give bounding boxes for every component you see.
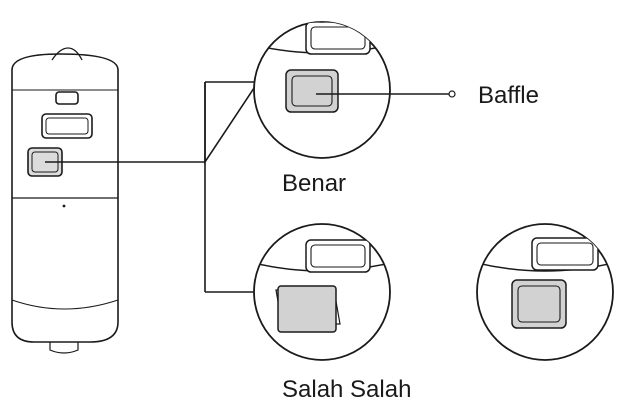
detail-wrong-2-window-inner: [536, 242, 594, 266]
device-top-knob: [51, 47, 83, 61]
baffle-label: Baffle: [478, 82, 539, 109]
device-full-view: [11, 47, 119, 354]
device-display-window: [41, 113, 93, 139]
device-small-slot: [55, 91, 79, 105]
detail-wrong-2: [476, 223, 614, 361]
detail-wrong-1-window-inner: [310, 244, 366, 268]
device-bottom-curve: [11, 299, 119, 310]
connector-lines: [45, 81, 259, 293]
detail-wrong-2-window: [531, 237, 599, 271]
detail-correct-baffle: [285, 69, 339, 113]
detail-wrong-1: [253, 223, 391, 361]
baffle-leader-dot: [448, 90, 456, 98]
connector-to-correct: [204, 81, 259, 165]
detail-wrong-1-baffle: [277, 285, 337, 333]
detail-wrong-1-window: [305, 239, 371, 273]
device-mid-dot: [62, 204, 66, 208]
device-body-outline: [11, 53, 119, 343]
wrong-label: Salah Salah: [282, 376, 412, 403]
detail-correct-baffle-inner: [291, 75, 333, 107]
baffle-callout: [316, 90, 456, 98]
detail-wrong-2-band: [477, 261, 613, 272]
detail-correct-window-inner: [310, 26, 366, 50]
device-display-window-inner: [45, 117, 89, 135]
device-foot: [49, 342, 79, 354]
detail-wrong-2-baffle: [511, 279, 567, 329]
detail-wrong-2-baffle-inner: [517, 285, 561, 323]
correct-label: Benar: [282, 170, 347, 197]
detail-correct: [253, 21, 391, 159]
